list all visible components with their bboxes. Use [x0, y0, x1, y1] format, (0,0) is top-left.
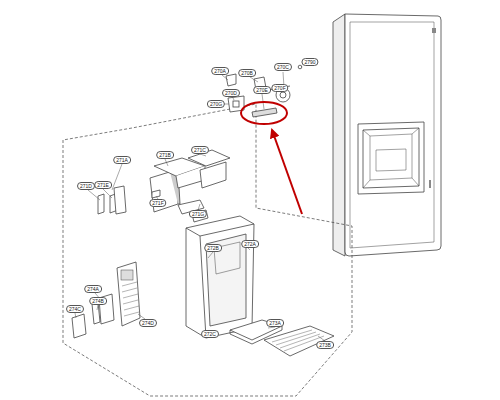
callout-number: 271D [77, 182, 95, 190]
callout-number: 270E [253, 86, 271, 94]
callout-number: 270B [238, 69, 256, 77]
callout-number: 274A [84, 285, 102, 293]
callout-number: 270F [271, 84, 288, 92]
callout-number: 270A [211, 67, 229, 75]
callout-number: 272B [204, 244, 222, 252]
callout-number: 274D [139, 319, 157, 327]
callout-number: 271B [156, 151, 174, 159]
callout-number: 2790 [301, 58, 318, 66]
leader-lines [75, 66, 325, 341]
callout-number: 273A [266, 319, 284, 327]
callout-number: 271E [94, 181, 112, 189]
callout-number: 271C [191, 146, 209, 154]
drip-tray [230, 320, 334, 356]
callout-number: 270D [222, 89, 240, 97]
callout-number: 272A [241, 240, 259, 248]
highlight-circle [241, 102, 287, 124]
dispenser-housing [186, 210, 254, 338]
callout-number: 271F [149, 199, 166, 207]
callout-number: 274B [89, 297, 107, 305]
callout-number: 271A [113, 156, 131, 164]
door-panel [333, 14, 441, 256]
callout-number: 272C [201, 330, 219, 338]
callout-number: 271G [189, 210, 207, 218]
callout-number: 274C [66, 305, 84, 313]
callout-number: 270G [207, 100, 225, 108]
callout-number: 270C [274, 63, 292, 71]
highlight-arrow [272, 130, 302, 214]
control-panel [72, 262, 140, 338]
assembly-boundary [63, 104, 352, 396]
callout-number: 273B [316, 341, 334, 349]
funnel-cover-parts [98, 150, 230, 214]
